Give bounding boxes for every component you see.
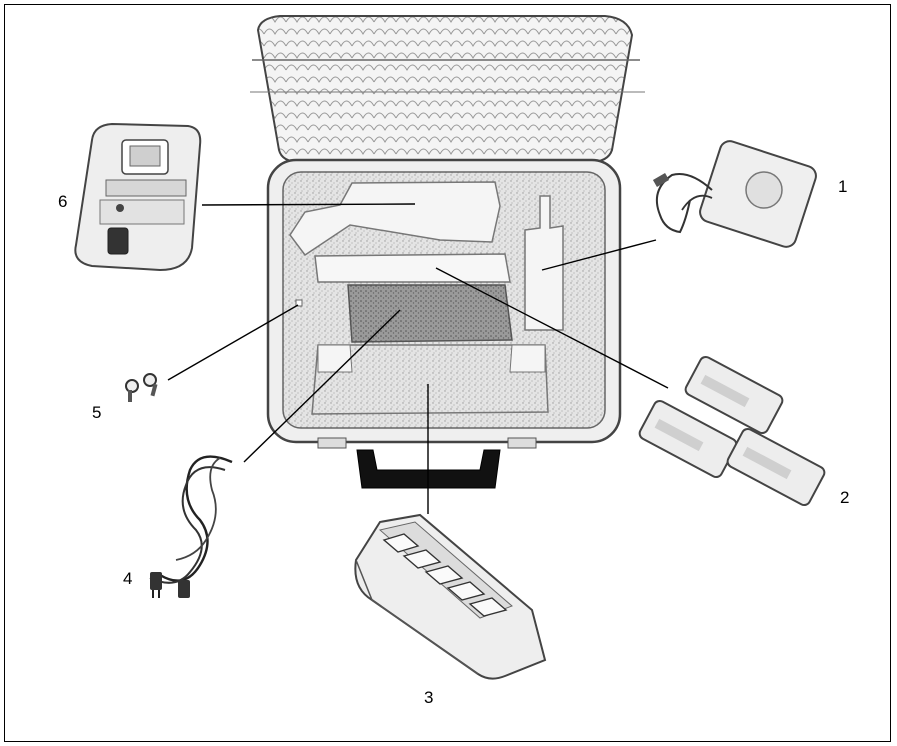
- power-cord-item-4: [150, 457, 232, 598]
- charger-item-3: [355, 515, 545, 679]
- batteries-item-2: [638, 355, 827, 507]
- callout-2: 2: [840, 489, 849, 506]
- power-adapter-item-1: [653, 139, 819, 250]
- callout-6: 6: [58, 193, 67, 210]
- callout-4: 4: [123, 570, 132, 587]
- case-body: [268, 160, 620, 488]
- keys-item-5: [126, 374, 157, 402]
- callout-1: 1: [838, 178, 847, 195]
- case-lid: [250, 16, 645, 162]
- leader-line-6: [202, 204, 415, 205]
- callout-3: 3: [424, 689, 433, 706]
- docking-station-item-6: [75, 124, 200, 270]
- callout-5: 5: [92, 404, 101, 421]
